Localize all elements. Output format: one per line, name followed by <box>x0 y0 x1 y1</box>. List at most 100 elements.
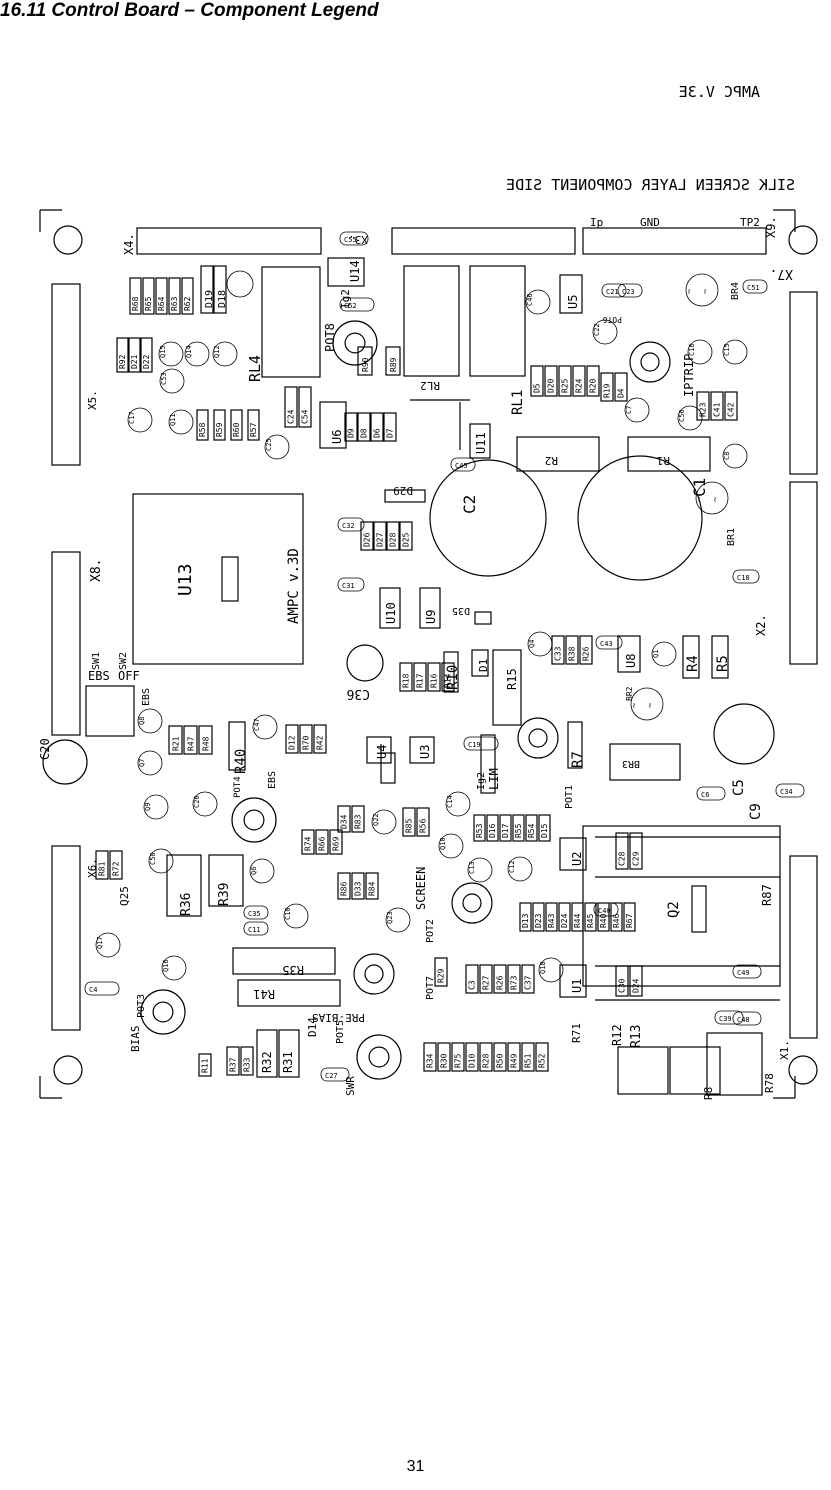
part-r59 <box>213 409 226 441</box>
part-r60-label: R60 <box>232 422 241 437</box>
part-r89 <box>385 346 401 376</box>
relay-rl1 <box>469 265 526 377</box>
part-c37-label: C37 <box>524 975 533 990</box>
diode-d35-label: D35 <box>452 605 470 616</box>
connector-x4 <box>136 227 322 255</box>
part-r86-label: R86 <box>340 881 349 896</box>
part-d23-label: D23 <box>534 913 543 928</box>
resistor-r12 <box>617 1046 669 1095</box>
part-r63 <box>168 277 181 315</box>
part-d7-label: D7 <box>386 428 395 438</box>
part-r45-label: R45 <box>586 913 595 928</box>
part-d24 <box>558 902 571 932</box>
film-cap-c48-label: C48 <box>737 1016 750 1024</box>
part-q10 <box>438 833 464 859</box>
part-c16 <box>687 339 713 365</box>
film-cap-c4-label: C4 <box>89 986 97 994</box>
part-q18 <box>538 957 564 983</box>
part-c37 <box>521 964 535 994</box>
part-d28-label: D28 <box>389 532 398 547</box>
page-number: 31 <box>406 1458 425 1475</box>
film-cap-c35 <box>243 905 269 920</box>
part-c8 <box>722 443 748 469</box>
part-r23 <box>696 391 710 421</box>
part-r27 <box>479 964 493 994</box>
connector-x1 <box>789 855 818 1039</box>
connector-x5 <box>51 283 81 466</box>
label-d14: D14 <box>306 1017 319 1037</box>
part-r64-label: R64 <box>157 296 166 311</box>
part-c26-label: C26 <box>193 795 201 808</box>
part-r72 <box>109 850 123 880</box>
part-d26 <box>360 521 374 551</box>
part-q23 <box>385 907 411 933</box>
connector-x4-label: X4. <box>122 233 136 255</box>
part-r73 <box>507 964 521 994</box>
resistor-r15 <box>492 649 522 726</box>
mounting-hole <box>788 1055 818 1085</box>
switch-off-label: OFF <box>118 669 140 683</box>
label-c20: C20 <box>38 738 52 760</box>
part-r90-label: R90 <box>361 357 370 372</box>
diode-d1 <box>471 649 489 677</box>
part-q12-label: Q12 <box>213 345 221 358</box>
part-c7 <box>624 397 650 423</box>
part-q15-label: Q15 <box>159 345 167 358</box>
connector-x9-label: X9. <box>764 216 778 238</box>
bridge-br3 <box>609 743 681 781</box>
part-r26-label: R26 <box>496 975 505 990</box>
part-d28 <box>386 521 400 551</box>
part-r20-label: R20 <box>589 378 598 393</box>
pot-label-iptrip: IPTRIP <box>682 354 696 397</box>
part-r33 <box>240 1046 254 1076</box>
bridge-symbol-2 <box>630 687 664 721</box>
part-c30-label: C30 <box>618 978 627 993</box>
part-c25-label: C25 <box>265 438 273 451</box>
part-r67 <box>623 902 636 932</box>
cap-c5 <box>713 703 775 765</box>
part-c15 <box>722 339 748 365</box>
label-u13: U13 <box>175 563 196 596</box>
part-r24 <box>572 365 586 397</box>
film-cap-c51-label: C51 <box>747 284 760 292</box>
resistor-r36 <box>166 854 202 917</box>
part-r14 <box>441 662 455 692</box>
part-r48-label: R48 <box>201 736 210 751</box>
label-pot1: POT1 <box>564 785 575 809</box>
part-r60 <box>230 409 243 441</box>
pot-pot7 <box>353 953 395 995</box>
part-r92-label: R92 <box>118 354 127 369</box>
bridge-symbol-1 <box>695 481 729 515</box>
part-q16 <box>161 955 187 981</box>
part-r70 <box>299 724 313 754</box>
part-r43 <box>545 902 558 932</box>
ic-u6 <box>319 401 347 449</box>
resistor-r35 <box>232 947 336 975</box>
part-c13 <box>467 857 493 883</box>
ic-u9-label: U9 <box>424 610 438 624</box>
pot-pot2 <box>451 882 493 924</box>
part-d27 <box>373 521 387 551</box>
film-cap-c35-label: C35 <box>248 910 261 918</box>
part-q1-label: Q1 <box>652 650 660 658</box>
film-cap-c45 <box>450 457 476 472</box>
film-cap-c18-label: C18 <box>737 574 750 582</box>
part-r40-label: R40 <box>599 913 608 928</box>
part-c46-label: C46 <box>526 293 534 306</box>
part-r89-label: R89 <box>389 357 398 372</box>
part-q14-label: Q14 <box>185 345 193 358</box>
cap-c36 <box>346 644 384 682</box>
film-cap-c40-label: C40 <box>598 907 611 915</box>
cap-c20 <box>42 739 88 785</box>
part-d25 <box>399 521 413 551</box>
pot-label-lim: LIM <box>487 768 501 790</box>
part-r48 <box>198 725 213 755</box>
resistor-r31 <box>278 1029 300 1078</box>
part-r51-label: R51 <box>524 1053 533 1068</box>
part-c8-label: C8 <box>723 452 731 460</box>
bridge-tilde: ~ <box>685 288 695 294</box>
pot-pot3-shaft <box>152 1001 174 1023</box>
part-r81-label: R81 <box>98 861 107 876</box>
part-d17 <box>499 814 512 842</box>
